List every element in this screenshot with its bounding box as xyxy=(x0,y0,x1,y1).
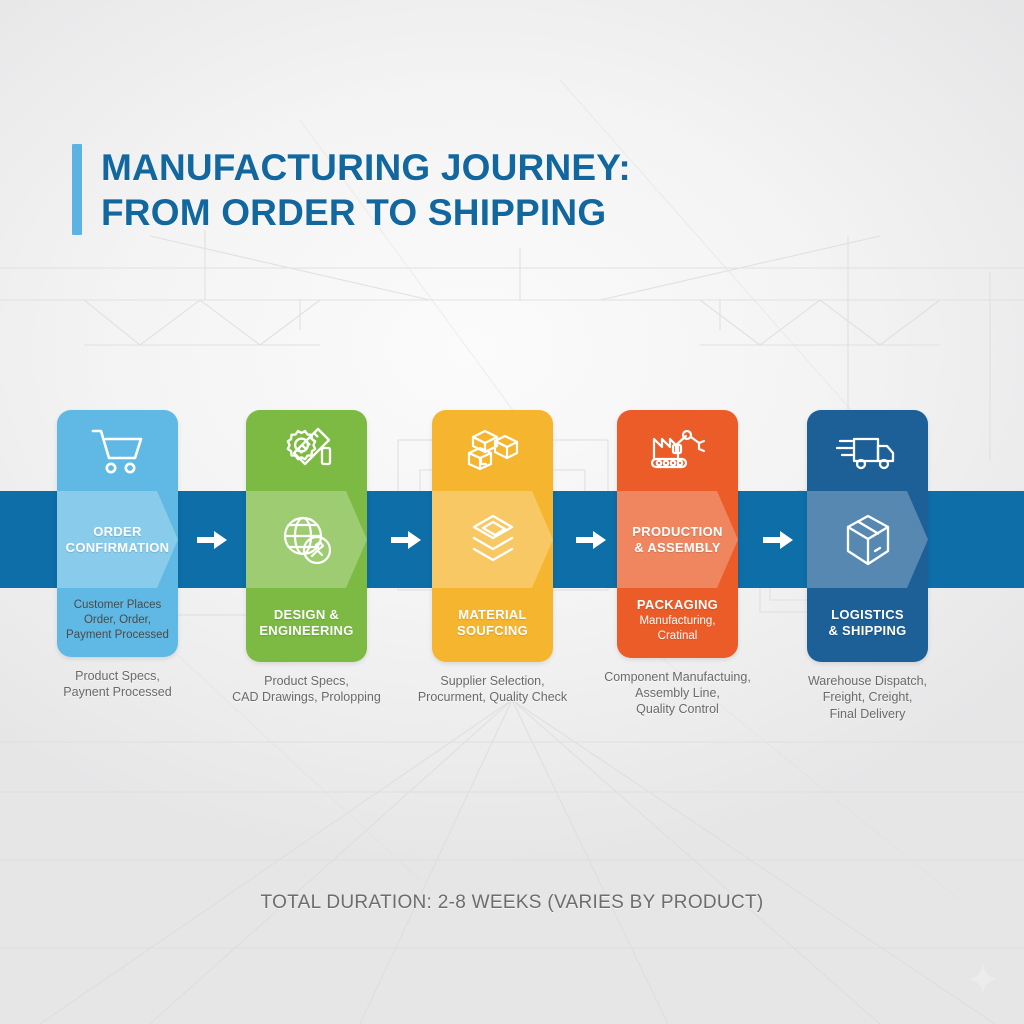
right-arrow-icon xyxy=(390,528,422,552)
step-icon-top-zone xyxy=(246,410,367,491)
step-title: DESIGN & ENGINEERING xyxy=(259,606,354,638)
step-design-engineering[interactable]: DESIGN & ENGINEERING Product Specs, CAD … xyxy=(232,410,381,706)
step-icon-top-zone xyxy=(807,410,928,491)
step-band-zone: ORDER CONFIRMATION xyxy=(57,491,178,588)
right-arrow-icon xyxy=(196,528,228,552)
step-card[interactable]: LOGISTICS & SHIPPING xyxy=(807,410,928,662)
step-band-zone xyxy=(432,491,553,588)
layers-icon xyxy=(466,512,520,568)
step-caption: Supplier Selection, Procurment, Quality … xyxy=(417,674,568,705)
step-bottom-zone: MATERIAL SOUFCING xyxy=(432,588,553,662)
step-bottom-zone: PACKAGING Manufacturing, Cratinal xyxy=(617,588,738,658)
step-caption: Component Manufactuing, Assembly Line, Q… xyxy=(604,669,751,717)
step-caption: Warehouse Dispatch, Freight, Creight, Fi… xyxy=(807,674,928,721)
step-card[interactable]: MATERIAL SOUFCING xyxy=(432,410,553,662)
shopping-cart-icon xyxy=(89,425,147,477)
step-title: LOGISTICS & SHIPPING xyxy=(828,606,907,638)
step-card[interactable]: ORDER CONFIRMATION Customer Places Order… xyxy=(57,410,178,657)
step-card[interactable]: DESIGN & ENGINEERING xyxy=(246,410,367,662)
total-duration-label: TOTAL DURATION: 2-8 WEEKS (VARIES BY PRO… xyxy=(260,892,764,913)
page-title: MANUFACTURING JOURNEY: FROM ORDER TO SHI… xyxy=(101,147,631,234)
step-band-title: ORDER CONFIRMATION xyxy=(65,523,170,555)
right-arrow-icon xyxy=(762,528,794,552)
step-title: PACKAGING xyxy=(636,597,719,612)
step-band-zone xyxy=(807,491,928,588)
gear-ruler-icon xyxy=(278,424,336,478)
step-body-text: Manufacturing, Cratinal xyxy=(639,614,716,642)
step-title: MATERIAL SOUFCING xyxy=(456,606,528,638)
boxes-icon xyxy=(463,425,523,477)
robot-arm-conveyor-icon xyxy=(646,425,710,477)
package-box-icon xyxy=(842,512,894,568)
step-band-title: PRODUCTION & ASSEMBLY xyxy=(632,523,723,555)
step-icon-top-zone xyxy=(57,410,178,491)
right-arrow-icon xyxy=(575,528,607,552)
step-caption: Product Specs, Paynent Processed xyxy=(63,668,172,700)
title-accent-bar xyxy=(72,144,82,236)
delivery-truck-icon xyxy=(835,427,900,475)
step-icon-top-zone xyxy=(617,410,738,491)
step-card[interactable]: PRODUCTION & ASSEMBLY PACKAGING Manufact… xyxy=(617,410,738,658)
header: MANUFACTURING JOURNEY: FROM ORDER TO SHI… xyxy=(72,144,631,236)
step-bottom-zone: DESIGN & ENGINEERING xyxy=(246,588,367,662)
step-band-zone: PRODUCTION & ASSEMBLY xyxy=(617,491,738,588)
step-icon-top-zone xyxy=(432,410,553,491)
step-material-sourcing[interactable]: MATERIAL SOUFCING Supplier Selection, Pr… xyxy=(418,410,567,706)
globe-tools-icon xyxy=(279,512,335,568)
step-caption: Product Specs, CAD Drawings, Prolopping xyxy=(232,674,381,705)
step-bottom-zone: LOGISTICS & SHIPPING xyxy=(807,588,928,662)
step-order-confirmation[interactable]: ORDER CONFIRMATION Customer Places Order… xyxy=(57,410,178,700)
step-logistics-shipping[interactable]: LOGISTICS & SHIPPING Warehouse Dispatch,… xyxy=(807,410,928,722)
step-body-text: Customer Places Order, Order, Payment Pr… xyxy=(66,599,169,641)
step-bottom-zone: Customer Places Order, Order, Payment Pr… xyxy=(57,588,178,657)
step-band-zone xyxy=(246,491,367,588)
step-production-assembly[interactable]: PRODUCTION & ASSEMBLY PACKAGING Manufact… xyxy=(604,410,751,717)
